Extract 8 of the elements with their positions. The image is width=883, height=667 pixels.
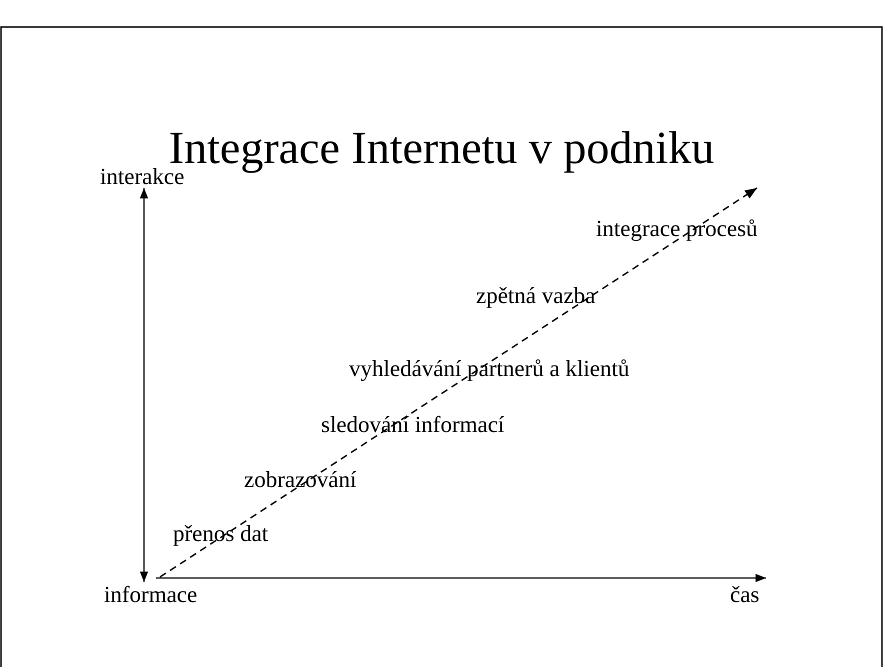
stage-label: vyhledávání partnerů a klientů [349, 357, 630, 380]
stage-label: integrace procesů [596, 217, 758, 240]
axis-label: čas [730, 583, 760, 606]
stage-label: sledování informací [321, 413, 504, 436]
axis-label: informace [104, 583, 198, 606]
stage-label: přenos dat [173, 522, 268, 545]
stage-label: zpětná vazba [476, 284, 596, 307]
stage-label: zobrazování [244, 468, 356, 491]
